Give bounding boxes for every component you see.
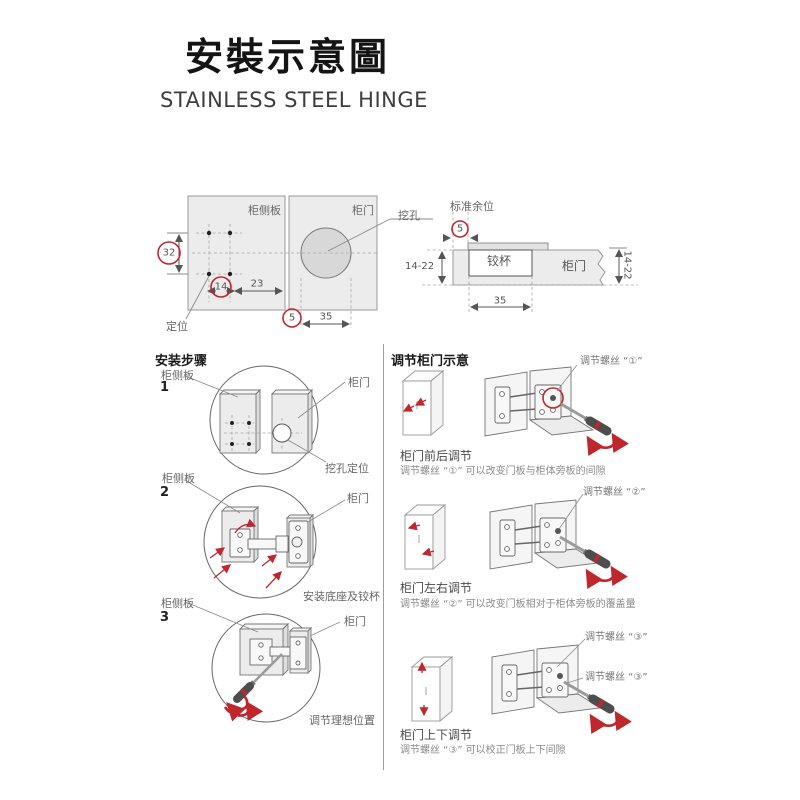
step1-number: 1 xyxy=(160,380,170,395)
step3-note: 调节理想位置 xyxy=(309,714,375,727)
hinge-assembly xyxy=(491,644,601,715)
adjust1-drawing xyxy=(402,364,615,448)
dim-35-front: 35 xyxy=(319,311,333,323)
front-view-drawing xyxy=(157,195,433,328)
adjust3-caption: 柜门上下调节 xyxy=(400,728,473,742)
step1-hole-mark xyxy=(272,423,292,443)
dim-5-front: 5 xyxy=(288,312,296,324)
step2-number: 2 xyxy=(160,485,170,500)
step3-number: 3 xyxy=(160,610,170,625)
front-door-label: 柜门 xyxy=(352,204,374,217)
adjust3-drawing xyxy=(411,638,618,726)
step2-door-label: 柜门 xyxy=(347,492,369,505)
adjust3-screw-label-1: 调节螺丝 “③” xyxy=(585,632,648,643)
top-drawings xyxy=(157,195,638,328)
side-door-label: 柜门 xyxy=(562,259,587,273)
dim-circle-32 xyxy=(157,241,181,265)
dim-23: 23 xyxy=(250,278,264,290)
locate-leader xyxy=(185,275,210,320)
adjust2-caption: 柜门左右调节 xyxy=(400,581,473,595)
dim-5-side: 5 xyxy=(456,223,464,235)
locate-label: 定位 xyxy=(166,320,188,333)
hole-label: 挖孔 xyxy=(398,209,420,222)
step1-side-label: 柜侧板 xyxy=(161,369,194,382)
adjust3-screw-label-2: 调节螺丝 “③” xyxy=(585,672,648,683)
direction-arrow xyxy=(402,403,415,412)
adjust1-desc: 调节螺丝 “①” 可以改变门板与柜体旁板的间隙 xyxy=(400,466,606,477)
step1-note: 挖孔定位 xyxy=(325,462,369,475)
dim-circle-5-side xyxy=(451,220,469,238)
dim-depth-right: 14-22 xyxy=(621,250,633,280)
adjust1-caption: 柜门前后调节 xyxy=(400,449,473,463)
step1-drawing xyxy=(184,365,346,475)
steps-drawings xyxy=(184,365,346,723)
page-title: 安裝示意圖 xyxy=(185,35,391,79)
adjust2-desc: 调节螺丝 “②” 可以改变门板相对于柜体旁板的覆盖量 xyxy=(400,599,636,610)
cup-label: 铰杯 xyxy=(487,254,512,268)
page-subtitle: STAINLESS STEEL HINGE xyxy=(160,88,428,112)
step3-side-label: 柜侧板 xyxy=(161,597,194,610)
step3-door-label: 柜门 xyxy=(344,615,366,628)
step2-note: 安装底座及铰杯 xyxy=(303,590,380,603)
front-side-panel-label: 柜侧板 xyxy=(248,204,281,217)
hinge-assembly xyxy=(484,366,594,437)
screw1-highlight xyxy=(542,387,564,409)
step3-screwdriver xyxy=(233,653,283,703)
hinge-assembly xyxy=(489,499,599,570)
adjust2-screw-label: 调节螺丝 “②” xyxy=(583,487,646,498)
cabinet-box xyxy=(411,656,453,722)
hinge-flange xyxy=(467,242,549,251)
step2-drawing xyxy=(184,479,346,599)
step1-door-panel xyxy=(271,393,309,454)
adjust3-desc: 调节螺丝 “③” 可以校正门板上下间隙 xyxy=(400,745,566,756)
clearance-label: 标准余位 xyxy=(450,200,494,213)
cabinet-box xyxy=(404,504,446,570)
side-view-drawing xyxy=(422,212,638,312)
adjust2-drawing xyxy=(404,493,614,581)
adjustment-drawings xyxy=(402,364,640,770)
step1-door-label: 柜门 xyxy=(348,376,370,389)
direction-arrow xyxy=(407,521,421,531)
step3-drawing xyxy=(187,602,341,723)
step2-side-label: 柜侧板 xyxy=(162,472,195,485)
section-divider xyxy=(383,344,384,770)
hinge-cup xyxy=(468,249,533,277)
hole-leader xyxy=(327,218,391,252)
adjust1-screw-label: 调节螺丝 “①” xyxy=(580,356,643,367)
steps-header: 安装步骤 xyxy=(155,354,208,369)
dim-depth-left: 14-22 xyxy=(405,261,435,272)
dim-32: 32 xyxy=(162,247,176,259)
dim-35-side: 35 xyxy=(493,295,507,307)
dim-14: 14 xyxy=(214,281,228,293)
cabinet-box xyxy=(402,370,444,436)
dim-circle-5 xyxy=(282,308,302,328)
adjust-header: 调节柜门示意 xyxy=(391,354,470,369)
step2-rotate-arrow xyxy=(234,518,257,534)
dim-circle-14 xyxy=(210,276,232,298)
